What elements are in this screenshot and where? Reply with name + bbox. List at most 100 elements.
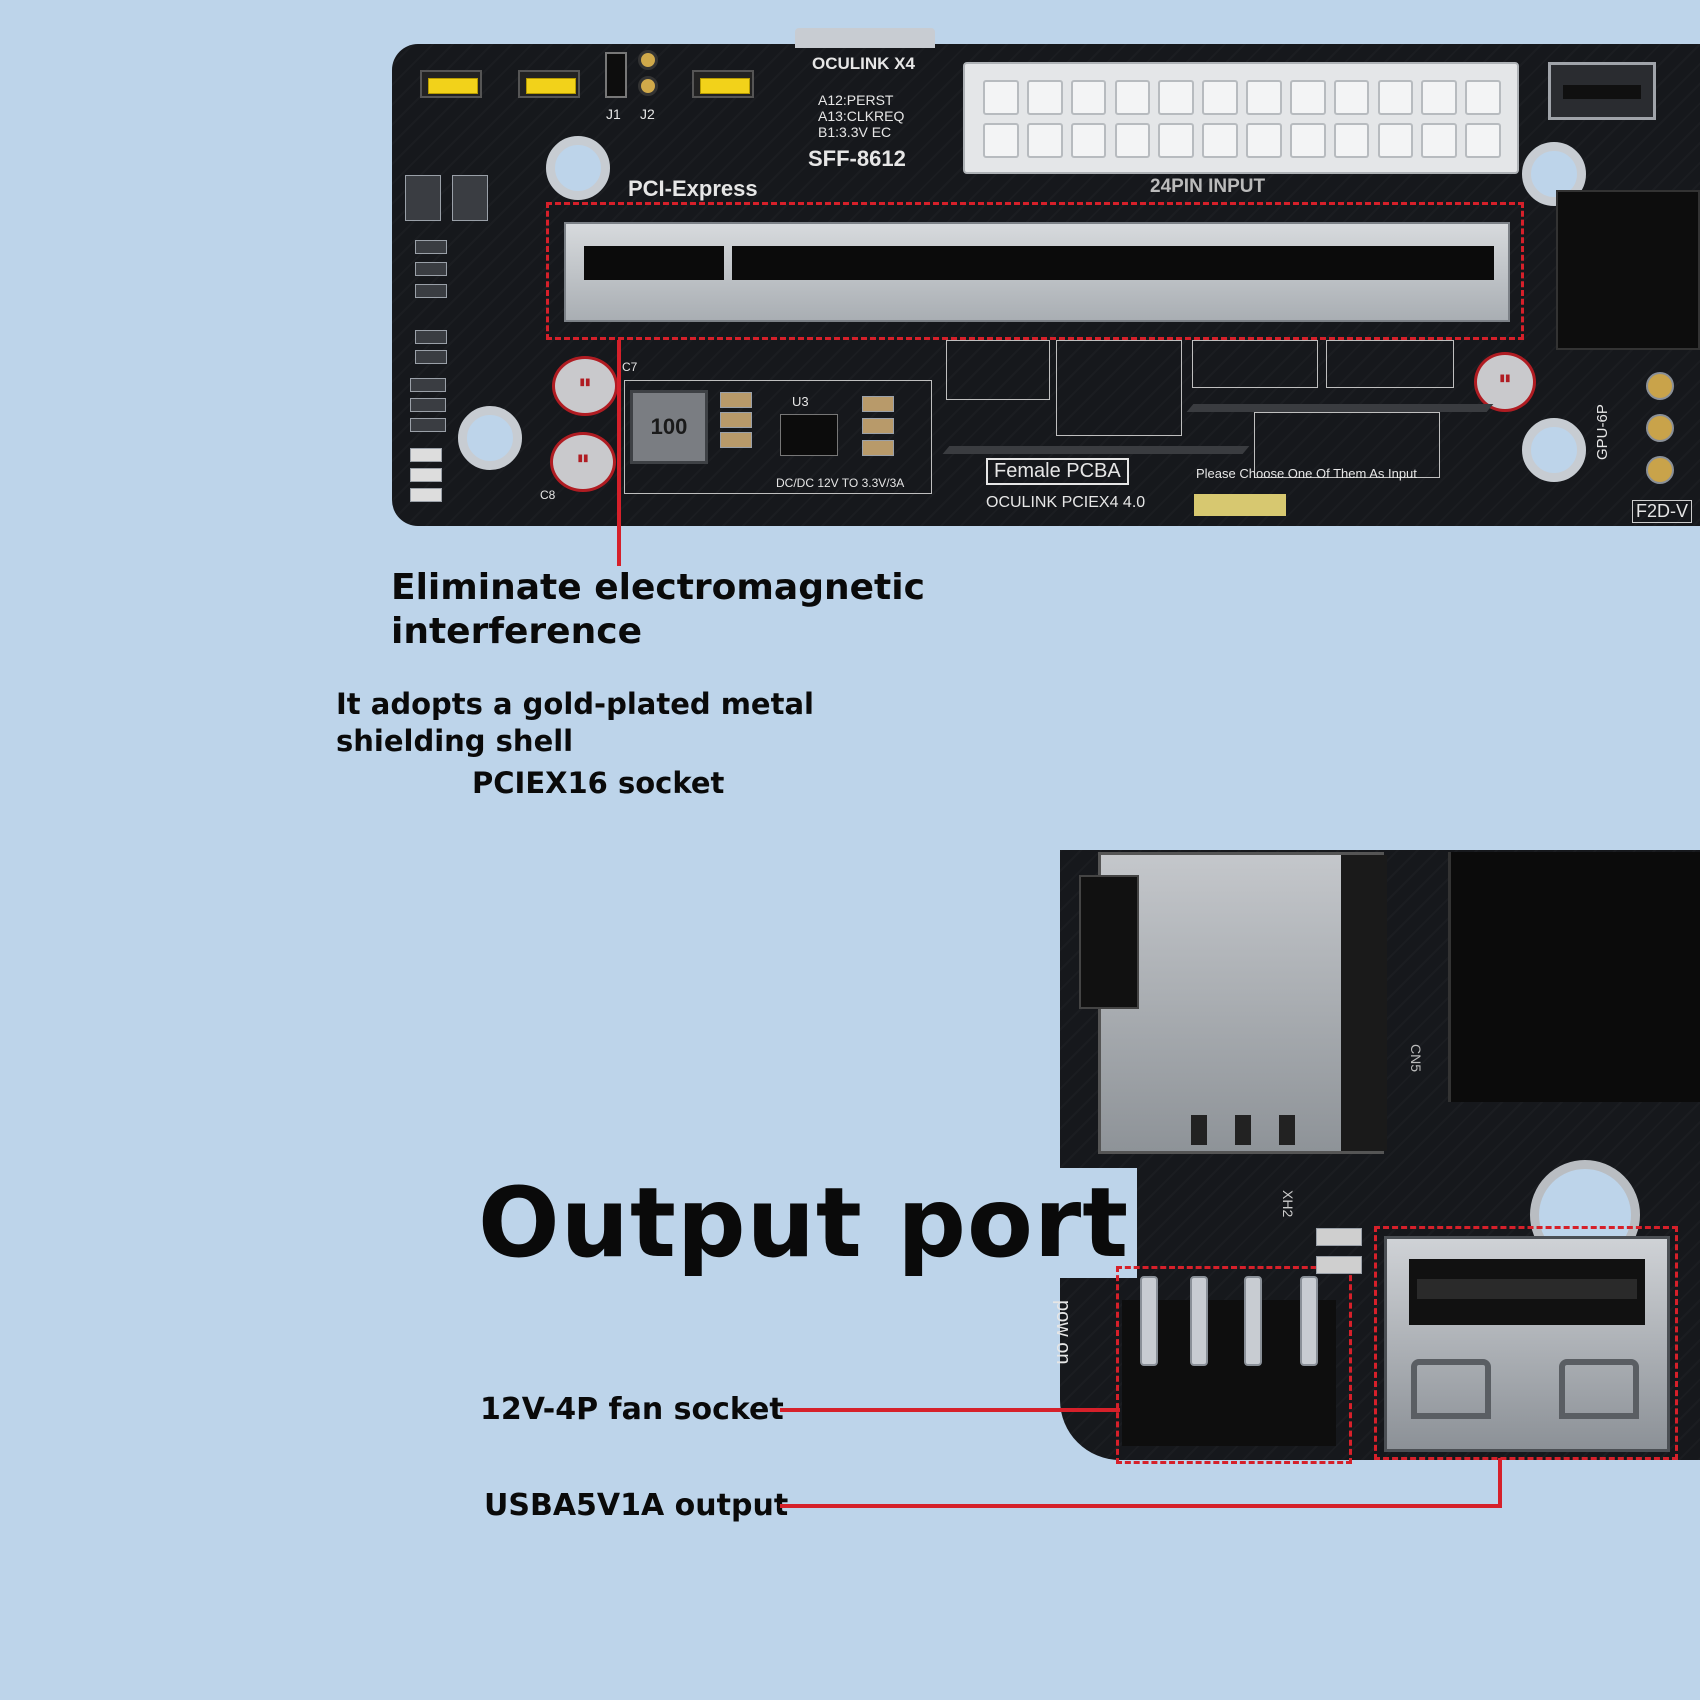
settings-table (1326, 340, 1454, 388)
callout-line-pcie (617, 340, 621, 566)
label-j1: J1 (606, 106, 621, 122)
inductor-value: 100 (650, 414, 688, 439)
pcie-x16-slot (564, 222, 1510, 322)
label-oculink-x4: OCULINK X4 (812, 54, 915, 73)
smd-cap (720, 412, 752, 428)
smd-chip (452, 175, 488, 221)
oculink-connector-tab (795, 28, 935, 48)
fan-pin (1190, 1276, 1208, 1366)
label-xh2: XH2 (1280, 1190, 1296, 1218)
switch-sw1 (420, 70, 482, 98)
fan-socket-label: 12V-4P fan socket (480, 1392, 784, 1427)
switch-sw2 (518, 70, 580, 98)
label-24pin-input: 24PIN INPUT (1150, 176, 1266, 197)
jumper-j1 (605, 52, 627, 98)
switch-knob (428, 78, 478, 94)
yellow-marker (1194, 494, 1286, 516)
smd-chip (405, 175, 441, 221)
slot-key-long (732, 246, 1494, 280)
connector-pin-cell (1333, 123, 1370, 158)
settings-table (1056, 340, 1182, 436)
smd-resistor (1316, 1228, 1362, 1246)
settings-table (946, 340, 1050, 400)
smd-cap (862, 440, 894, 456)
jumper-pin (638, 76, 658, 96)
fan-pin (1244, 1276, 1262, 1366)
connector-pin-cell (1289, 80, 1326, 115)
slot-key-short (584, 246, 724, 280)
connector-pin (1279, 1115, 1295, 1145)
connector-pin-cell (1114, 123, 1151, 158)
output-port-title: Output port (470, 1168, 1138, 1278)
gpu-power-connector (1556, 190, 1700, 350)
mounting-hole (458, 406, 522, 470)
usb-leg (1411, 1359, 1491, 1419)
connector-side (1341, 855, 1387, 1151)
usb-leg (1559, 1359, 1639, 1419)
smd-resistor (410, 398, 446, 412)
label-cn5: CN5 (1408, 1044, 1424, 1073)
label-f2d: F2D-V (1632, 500, 1693, 523)
smd-led (410, 448, 442, 462)
pin-grid (979, 76, 1505, 162)
smd-cap (720, 392, 752, 408)
connector-24pin (963, 62, 1519, 174)
smd-resistor (415, 330, 447, 344)
connector-pin-cell (1377, 80, 1414, 115)
connector-pin-cell (1421, 80, 1458, 115)
label-pin-a12: A12:PERST (818, 92, 894, 108)
connector-pin-cell (1246, 80, 1282, 115)
connector-pin-cell (983, 80, 1019, 115)
smd-resistor (415, 350, 447, 364)
capacitor-rating: ▮▮ (579, 377, 591, 388)
label-gpu-6p: GPU-6P (1594, 404, 1611, 460)
smd-led (410, 488, 442, 502)
capacitor-rating: ▮▮ (1499, 373, 1511, 384)
connector-pin-cell (1246, 123, 1282, 158)
label-pin-b1: B1:3.3V EC (818, 124, 892, 140)
settings-table (1254, 412, 1440, 478)
capacitor-c8: ▮▮ (550, 432, 616, 492)
usb-tongue (1563, 85, 1641, 99)
label-pin-a13: A13:CLKREQ (818, 108, 905, 124)
silk-track (1186, 404, 1494, 412)
capacitor-c7: ▮▮ (552, 356, 618, 416)
callout-line-fan (780, 1408, 1120, 1412)
usb-output-label: USBA5V1A output (484, 1488, 789, 1523)
usb-tongue (1417, 1279, 1637, 1299)
connector-pin-cell (983, 123, 1019, 158)
emi-title: Eliminate electromagnetic interference (391, 567, 925, 652)
highlight-pcie-slot (546, 202, 1524, 340)
metal-connector-housing (1079, 852, 1387, 1154)
label-pow-on: pow on (1052, 1300, 1074, 1365)
connector-front (1079, 875, 1139, 1009)
label-choose-input: Please Choose One Of Them As Input (1196, 466, 1417, 481)
switch-knob (700, 78, 750, 94)
connector-pin-cell (1158, 123, 1195, 158)
highlight-fan-socket (1116, 1266, 1352, 1464)
callout-line-usb-h (780, 1504, 1502, 1508)
fan-pin (1300, 1276, 1318, 1366)
connector-pin (1191, 1115, 1207, 1145)
connector-pin-cell (1202, 123, 1238, 158)
connector-pin-cell (1070, 123, 1107, 158)
smd-resistor (1316, 1256, 1362, 1274)
label-female-pcba: Female PCBA (986, 458, 1129, 485)
usb-connector-top (1548, 62, 1656, 120)
pciex16-socket-label: PCIEX16 socket (472, 766, 725, 800)
label-c8: C8 (540, 488, 556, 502)
chip-u3 (780, 414, 838, 456)
capacitor-rating: ▮▮ (577, 453, 589, 464)
gpu-pin (1646, 372, 1674, 400)
smd-resistor (410, 378, 446, 392)
switch-knob (526, 78, 576, 94)
smd-cap (720, 432, 752, 448)
capacitor-right: ▮▮ (1474, 352, 1536, 412)
smd-resistor (415, 284, 447, 298)
connector-pin-cell (1333, 80, 1370, 115)
label-sff-8612: SFF-8612 (808, 146, 906, 171)
label-j2: J2 (640, 106, 655, 122)
connector-pin (1235, 1115, 1251, 1145)
gpu-pin (1646, 456, 1674, 484)
switch-sw3 (692, 70, 754, 98)
